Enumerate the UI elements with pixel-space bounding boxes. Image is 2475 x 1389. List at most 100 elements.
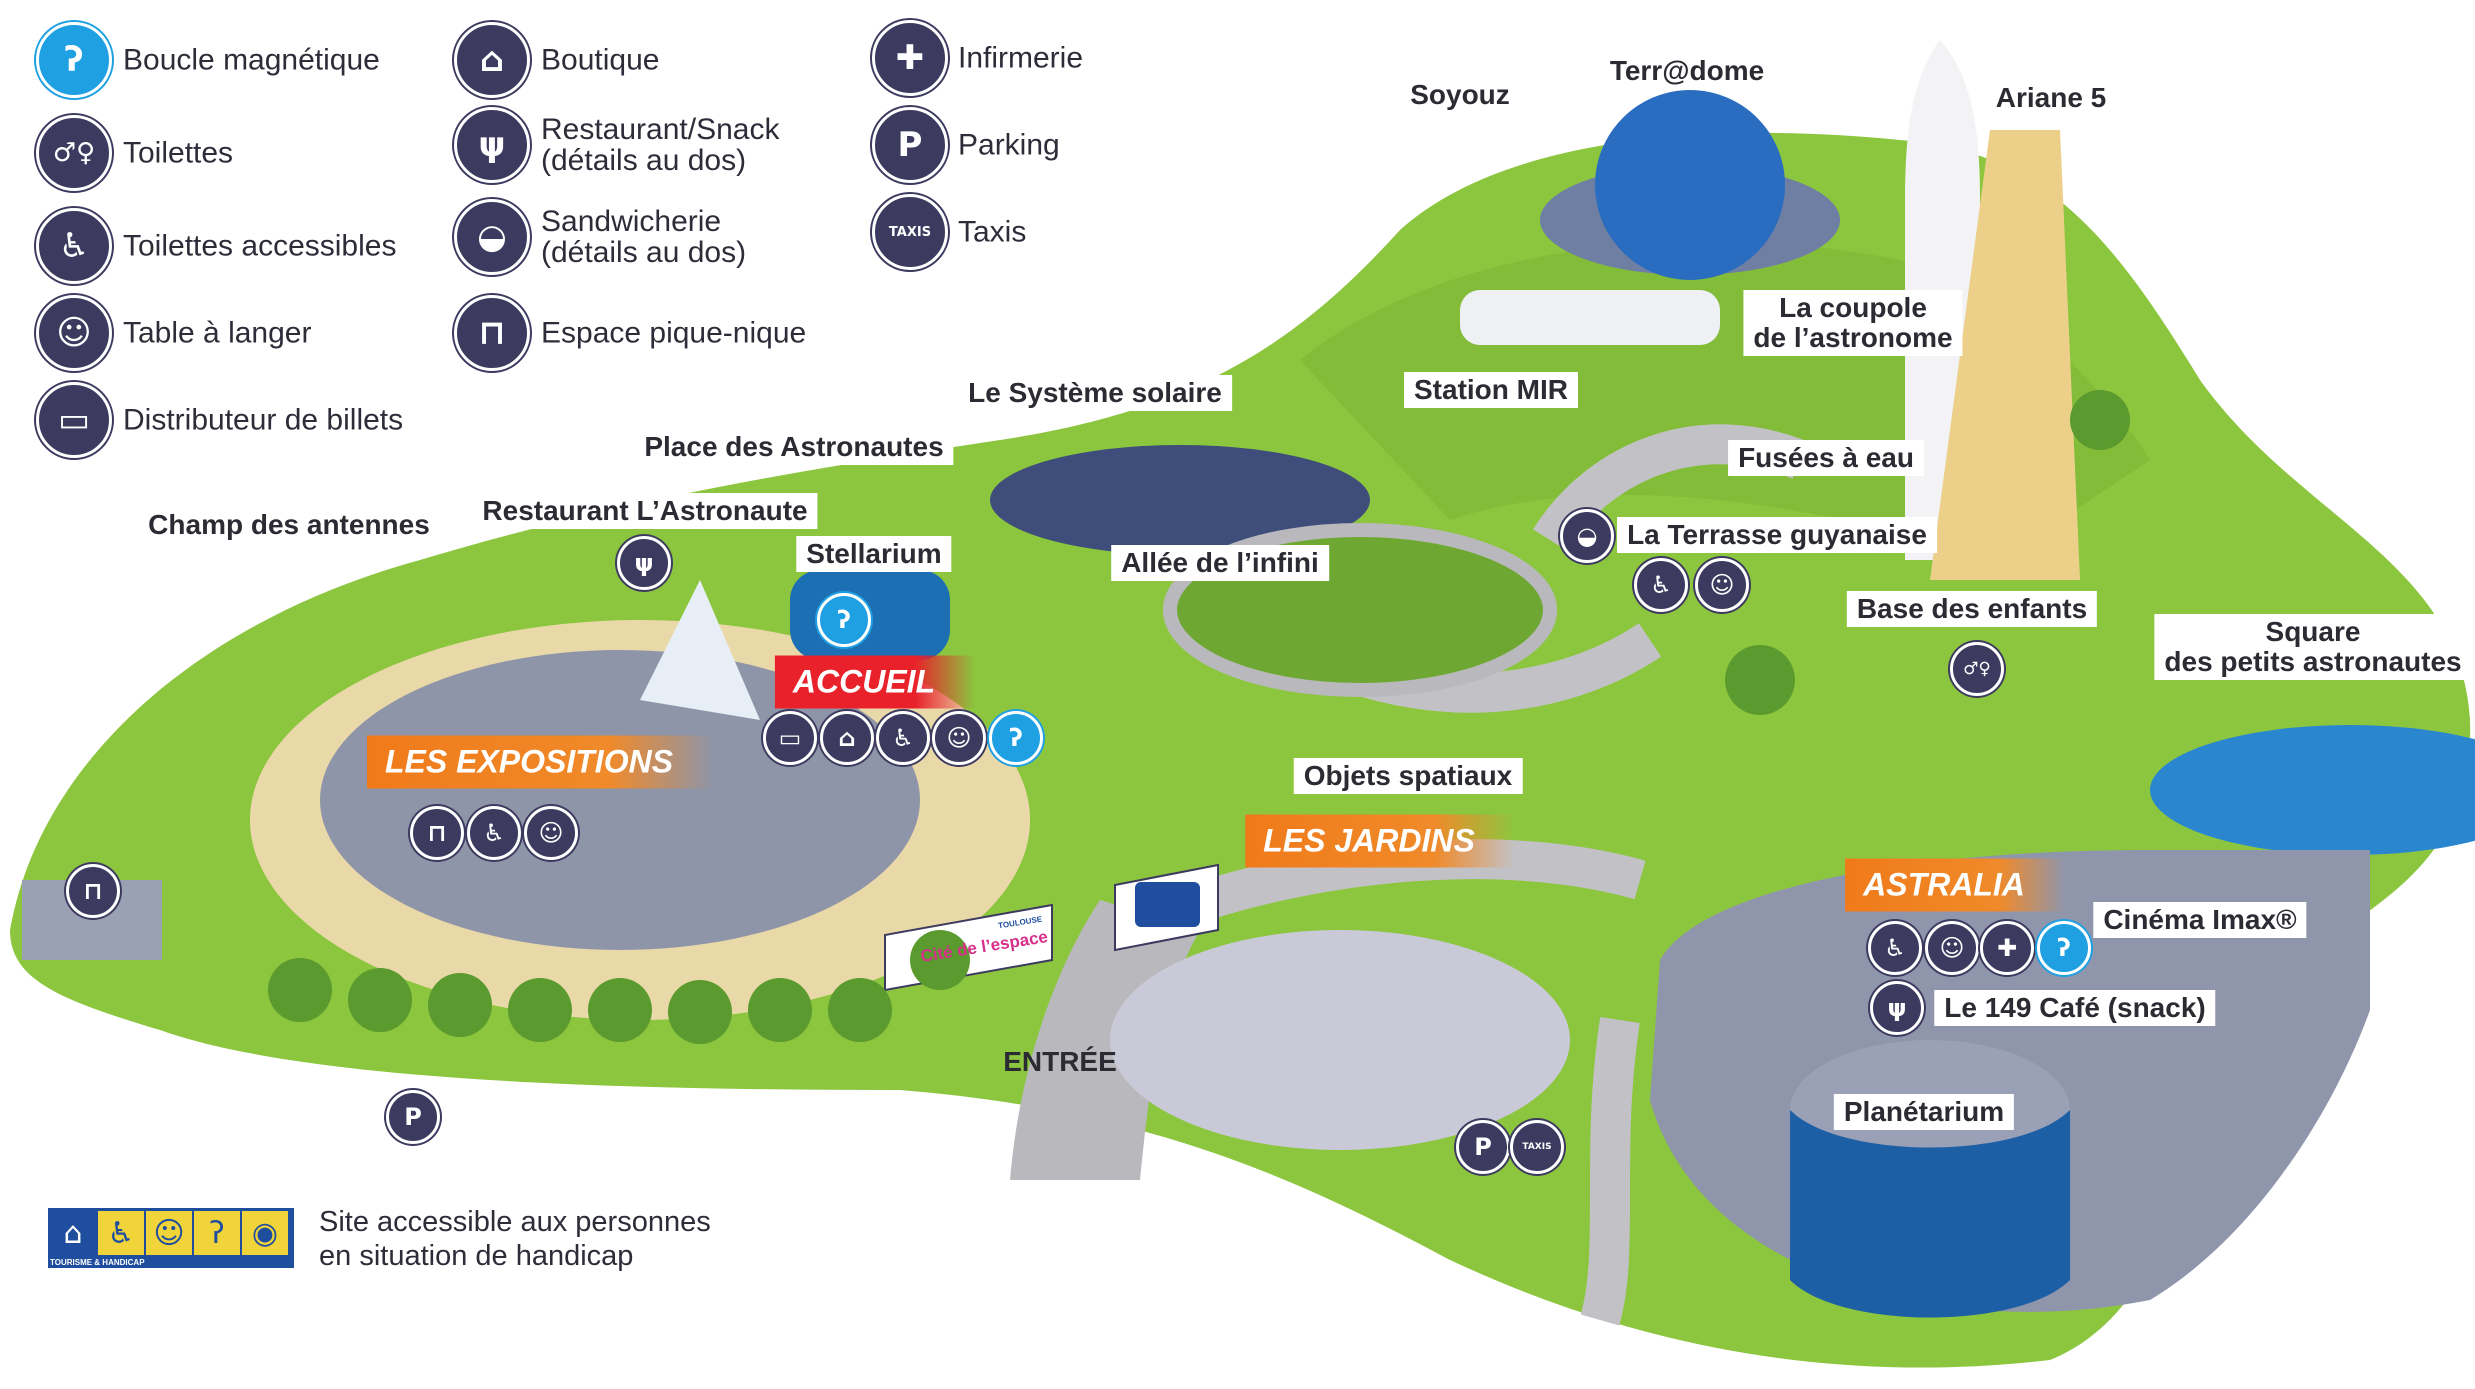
label-restaurant-astronaute: Restaurant L’Astronaute [472,493,818,529]
zone-astralia: ASTRALIA [1845,858,2065,912]
restaurant-icon: ψ [1870,981,1924,1035]
taxi-icon: TAXIS [1510,1120,1564,1174]
legend-label: Distributeur de billets [123,403,404,437]
label-champ-antennes: Champ des antennes [148,509,430,540]
label-fusees-eau: Fusées à eau [1728,440,1924,476]
label-place-astronautes: Place des Astronautes [634,429,954,465]
toilets-icon: ♂♀ [36,115,112,191]
label-soyouz: Soyouz [1410,79,1510,110]
hearing-loop-icon: ʔ [817,593,871,647]
parking-icon: P [386,1090,440,1144]
label-entree: ENTRÉE [1003,1046,1117,1077]
label-objets-spatiaux: Objets spatiaux [1293,758,1523,794]
label-allee-infini: Allée de l’infini [1111,545,1329,581]
house-icon: ⌂ [50,1211,96,1255]
baby-changing-icon: ☺ [1695,558,1749,612]
ticket-machine-icon: ▭ [763,711,817,765]
entry-logo-mark [1135,882,1200,927]
ticket-machine-icon: ▭ [36,382,112,458]
label-terrasse-guyanaise: La Terrasse guyanaise [1617,517,1937,553]
sandwich-icon: ◒ [454,199,530,275]
entrance-road [1010,900,1200,1180]
label-line: de l’astronome [1753,322,1953,353]
accessible-toilets-icon: ♿ [36,208,112,284]
label-base-enfants: Base des enfants [1846,591,2098,627]
shop-bag-icon: ⌂ [820,711,874,765]
note-line: Site accessible aux personnes [319,1206,711,1238]
shop-bag-icon: ⌂ [454,22,530,98]
baby-changing-icon: ☺ [932,711,986,765]
visual-icon: ◉ [242,1211,288,1255]
legend-label: Taxis [958,215,1027,249]
picnic-icon: ⊓ [66,864,120,918]
legend-label: Sandwicherie(détails au dos) [541,206,746,268]
legend-label: Toilettes [123,136,234,170]
accessible-toilets-icon: ♿ [467,806,521,860]
legend-label: Toilettes accessibles [123,229,397,263]
toilets-icon: ♂♀ [1950,642,2004,696]
legend-label: Restaurant/Snack(détails au dos) [541,114,779,176]
picnic-icon: ⊓ [454,295,530,371]
legend-label: Espace pique-nique [541,316,807,350]
legend-label: Infirmerie [958,41,1084,75]
entrance-plaza [1110,930,1570,1150]
taxi-icon: TAXIS [872,194,948,270]
label-terradome: Terr@dome [1609,55,1765,86]
label-cafe-149: Le 149 Café (snack) [1934,990,2216,1026]
label-ariane5: Ariane 5 [1995,82,2107,113]
label-systeme-solaire: Le Système solaire [958,375,1232,411]
legend-label-sub: (détails au dos) [541,144,747,177]
zone-expositions: LES EXPOSITIONS [366,735,714,789]
picnic-icon: ⊓ [410,806,464,860]
station-mir-model [1460,290,1720,345]
terradome-globe [1595,90,1785,280]
zone-accueil: ACCUEIL [774,655,976,709]
zone-jardins: LES JARDINS [1245,814,1515,868]
wheelchair-icon: ♿ [98,1211,144,1255]
accessible-toilets-icon: ♿ [876,711,930,765]
expositions-pyramid [640,580,760,720]
legend-label: Boutique [541,43,660,77]
hearing-loop-icon: ʔ [36,22,112,98]
label-line: La coupole [1779,292,1927,323]
baby-changing-icon: ☺ [524,806,578,860]
solar-system-area [990,445,1370,555]
label-line: Square [2265,616,2361,647]
legend-label-main: Restaurant/Snack [541,113,780,146]
hearing-loop-icon: ʔ [989,711,1043,765]
sandwich-icon: ◒ [1560,509,1614,563]
logo-caption: TOURISME & HANDICAP [50,1258,145,1267]
baby-changing-icon: ☺ [36,295,112,371]
label-station-mir: Station MIR [1404,372,1578,408]
tourisme-handicap-logo: ⌂ ♿ ☺ ʔ ◉ TOURISME & HANDICAP [48,1208,294,1268]
parking-icon: P [872,107,948,183]
mental-disability-icon: ☺ [146,1211,192,1255]
planetarium-cylinder [1790,1110,2070,1318]
ariane5-tower [1930,130,2080,580]
label-stellarium: Stellarium [796,536,952,572]
legend-label-main: Sandwicherie [541,205,722,238]
note-line: en situation de handicap [319,1240,634,1272]
legend-label-sub: (détails au dos) [541,236,747,269]
playground [2150,725,2475,855]
label-line: des petits astronautes [2164,646,2462,677]
label-cinema-imax: Cinéma Imax® [2093,902,2307,938]
trees [268,390,2130,1044]
accessible-toilets-icon: ♿ [1868,921,1922,975]
legend-label: Table à langer [123,316,312,350]
baby-changing-icon: ☺ [1925,921,1979,975]
restaurant-icon: ψ [454,107,530,183]
legend-label: Parking [958,128,1060,162]
restaurant-icon: ψ [617,536,671,590]
accessible-toilets-icon: ♿ [1634,558,1688,612]
first-aid-icon: ✚ [1980,921,2034,975]
hearing-loop-icon: ʔ [2037,921,2091,975]
label-planetarium: Planétarium [1833,1094,2015,1130]
legend-label: Boucle magnétique [123,43,380,77]
first-aid-icon: ✚ [872,20,948,96]
hearing-icon: ʔ [194,1211,240,1255]
